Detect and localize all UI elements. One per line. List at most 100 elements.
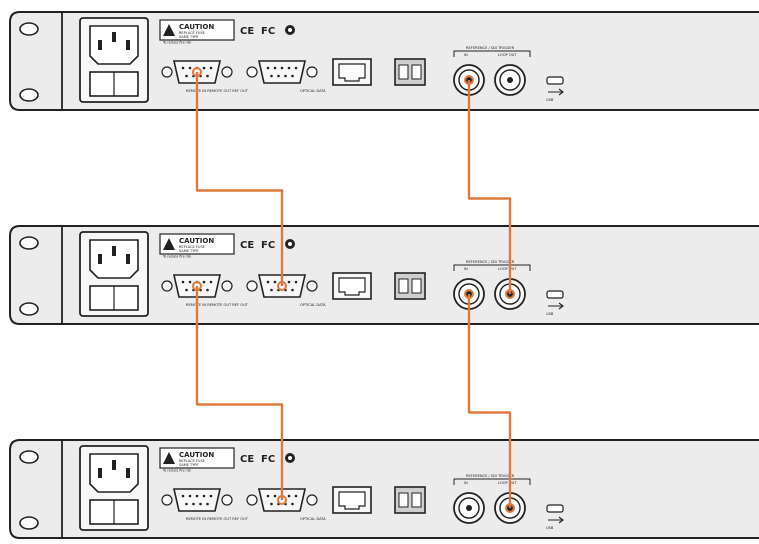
bnc-loop-label: LOOP OUT xyxy=(498,267,517,271)
reference-bracket xyxy=(453,478,531,485)
iec-pin xyxy=(98,40,102,50)
rack-hole-top xyxy=(19,450,39,464)
sfp-lane xyxy=(398,64,409,80)
ethernet-jack xyxy=(338,491,366,510)
iec-socket xyxy=(89,239,139,279)
caution-title: CAUTION xyxy=(179,451,214,459)
db9-pin xyxy=(202,494,206,498)
ethernet-port xyxy=(332,58,372,86)
rack-hole-bottom xyxy=(19,302,39,316)
iec-pin xyxy=(112,460,116,470)
caution-line: SAME TYPE xyxy=(179,35,199,39)
caution-small: To reduce fire risk xyxy=(162,255,191,259)
usb-port: USB xyxy=(546,504,564,530)
caution-frame xyxy=(159,233,235,255)
db9-pin xyxy=(266,494,270,498)
db9-pin xyxy=(287,280,291,284)
reference-bracket xyxy=(453,264,531,271)
iec-pin xyxy=(126,468,130,478)
db9-pin xyxy=(266,280,270,284)
caution-line: REPLACE FUSE xyxy=(179,245,205,249)
usb-socket xyxy=(546,290,564,299)
rack-hole-bottom xyxy=(19,516,39,530)
caution-title: CAUTION xyxy=(179,23,214,31)
db9-pin xyxy=(199,502,202,506)
db9-pin xyxy=(185,74,188,78)
optical-caption: OPTICAL DATA xyxy=(300,517,326,521)
db9-screw-left xyxy=(161,66,173,78)
ce-mark: CE xyxy=(240,26,254,37)
serial-cable-middle-to-bottom xyxy=(195,286,284,500)
db9-screw-right xyxy=(221,280,233,292)
fc-mark: FC xyxy=(261,240,275,251)
bnc-loop-port xyxy=(494,64,526,96)
power-inlet xyxy=(79,445,149,531)
optical-caption: OPTICAL DATA xyxy=(300,303,326,307)
reference-group: REFERENCE / SDI TRIGGER IN LOOP OUT xyxy=(453,46,531,57)
rack-hole-top xyxy=(19,22,39,36)
sfp-port xyxy=(394,486,426,514)
ce-mark: CE xyxy=(240,240,254,251)
db9-pin xyxy=(206,288,209,292)
db9-screw-left xyxy=(246,280,258,292)
cable-plug xyxy=(464,289,474,299)
usb-socket xyxy=(546,76,564,85)
db9-pin xyxy=(294,494,298,498)
usb-icon xyxy=(548,302,564,310)
ethernet-port xyxy=(332,486,372,514)
db9-pin xyxy=(185,502,188,506)
db9-pin xyxy=(195,494,199,498)
ports-caption: REMOTE IN REMOTE OUT REF OUT xyxy=(186,89,249,93)
db9-pin xyxy=(266,66,270,70)
sfp-lane xyxy=(411,64,422,80)
db9-screw-right xyxy=(221,494,233,506)
optical-caption: OPTICAL DATA xyxy=(300,89,326,93)
db9-screw-right xyxy=(306,66,318,78)
db9-pin xyxy=(206,502,209,506)
db9-pin xyxy=(192,502,195,506)
db9-shell xyxy=(172,488,222,512)
db9-pin xyxy=(291,288,294,292)
usb-port: USB xyxy=(546,290,564,316)
cable-plug xyxy=(505,289,515,299)
db9-pin xyxy=(209,280,213,284)
bnc-in-label: IN xyxy=(464,53,468,57)
bnc-in-label: IN xyxy=(464,267,468,271)
db9-pin xyxy=(291,502,294,506)
ports-caption: REMOTE IN REMOTE OUT REF OUT xyxy=(186,517,249,521)
db9-pin xyxy=(277,74,280,78)
iec-socket xyxy=(89,25,139,65)
bnc-in-port xyxy=(453,492,485,524)
cable-plug xyxy=(277,495,287,505)
db9-pin xyxy=(287,494,291,498)
db9-pin xyxy=(185,288,188,292)
fc-mark: FC xyxy=(261,26,275,37)
cable-plug xyxy=(192,281,202,291)
iec-socket xyxy=(89,453,139,493)
usb-socket xyxy=(546,504,564,513)
usb-label: USB xyxy=(546,526,554,530)
bnc-loop-label: LOOP OUT xyxy=(498,481,517,485)
caution-line: REPLACE FUSE xyxy=(179,459,205,463)
db9-screw-right xyxy=(306,280,318,292)
fc-mark: FC xyxy=(261,454,275,465)
caution-frame xyxy=(159,19,235,41)
serial-cable-top-to-middle xyxy=(195,72,284,286)
recycle-icon-center xyxy=(288,28,292,32)
db9-pin xyxy=(181,494,185,498)
db9-pin xyxy=(202,66,206,70)
caution-line: REPLACE FUSE xyxy=(179,31,205,35)
recycle-icon-center xyxy=(288,242,292,246)
iec-pin xyxy=(126,254,130,264)
bnc-loop-label: LOOP OUT xyxy=(498,53,517,57)
sfp-lane xyxy=(411,492,422,508)
reference-group-label: REFERENCE / SDI TRIGGER xyxy=(466,46,515,50)
caution-small: To reduce fire risk xyxy=(162,469,191,473)
iec-pin xyxy=(98,254,102,264)
cable-plug xyxy=(464,75,474,85)
